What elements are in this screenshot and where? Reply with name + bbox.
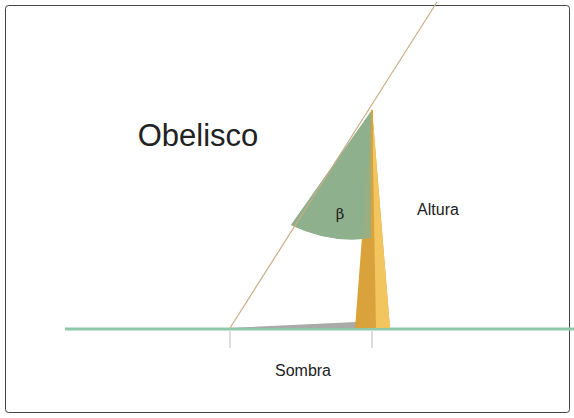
obelisk-light-side xyxy=(372,108,390,328)
dimension-tick xyxy=(372,331,373,348)
height-edge xyxy=(371,110,373,238)
shadow xyxy=(230,322,356,328)
height-label: Altura xyxy=(417,201,459,219)
frame xyxy=(6,6,570,413)
angle-sector xyxy=(291,110,372,239)
sun-ray xyxy=(230,2,437,328)
shadow-label: Sombra xyxy=(275,362,331,380)
angle-sector-front xyxy=(291,110,372,239)
title: Obelisco xyxy=(138,119,259,153)
dimension-tick xyxy=(230,331,231,348)
angle-label: β xyxy=(336,206,345,223)
